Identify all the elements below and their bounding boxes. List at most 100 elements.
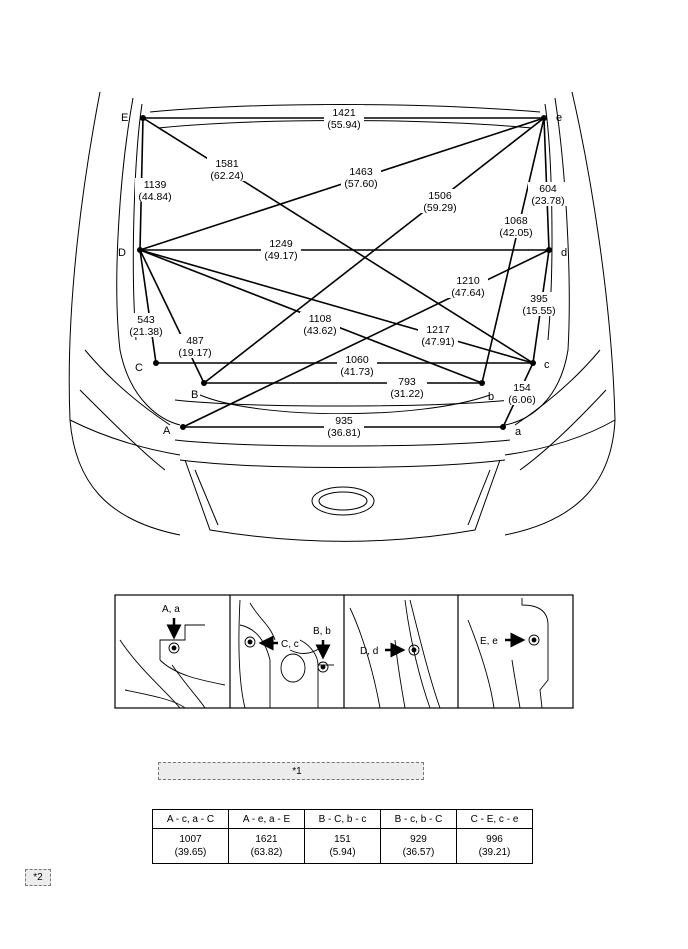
dimension-label-D-d: 1249 (49.17) bbox=[261, 237, 301, 262]
cell-inch: (39.65) bbox=[174, 847, 207, 858]
svg-text:(57.60): (57.60) bbox=[344, 178, 377, 190]
point-label-c: c bbox=[544, 359, 550, 371]
point-label-C: C bbox=[135, 362, 143, 374]
dimension-label-D-e: 1463 (57.60) bbox=[341, 165, 381, 190]
dimension-label-D-b: 1108 (43.62) bbox=[300, 312, 340, 337]
dimension-lines bbox=[139, 117, 550, 428]
svg-text:793: 793 bbox=[398, 376, 416, 388]
dimension-label-c-a: 154 (6.06) bbox=[504, 381, 540, 406]
table-header: A - e, a - E bbox=[228, 809, 305, 829]
dimension-label-C-c: 1060 (41.73) bbox=[337, 353, 377, 378]
dimension-label-D-C: 543 (21.38) bbox=[126, 313, 166, 338]
svg-text:395: 395 bbox=[530, 293, 548, 305]
svg-text:(6.06): (6.06) bbox=[508, 394, 535, 406]
table-cell: 996 (39.21) bbox=[456, 828, 533, 864]
point-dot-b bbox=[479, 380, 485, 386]
detail-label-e: E, e bbox=[480, 636, 498, 647]
svg-text:(41.73): (41.73) bbox=[340, 366, 373, 378]
detail-view-b-c bbox=[238, 599, 334, 709]
point-label-D: D bbox=[118, 247, 126, 259]
svg-text:1421: 1421 bbox=[332, 107, 356, 119]
point-dot-a bbox=[500, 424, 506, 430]
point-label-a: a bbox=[515, 426, 522, 438]
svg-text:604: 604 bbox=[539, 183, 557, 195]
bolt-icon bbox=[528, 634, 540, 646]
point-dot-A bbox=[180, 424, 186, 430]
detail-label-d: D, d bbox=[360, 646, 378, 657]
svg-text:(19.17): (19.17) bbox=[178, 347, 211, 359]
bolt-icon bbox=[317, 661, 329, 673]
reference-label: *1 bbox=[292, 765, 302, 777]
cell-inch: (5.94) bbox=[329, 847, 356, 858]
svg-text:1060: 1060 bbox=[345, 354, 369, 366]
svg-text:1068: 1068 bbox=[504, 215, 528, 227]
point-label-B: B bbox=[191, 389, 198, 401]
table-header: B - c, b - C bbox=[380, 809, 457, 829]
hood-dimension-diagram: E D C B A e d c b a 1421 (55.94) 1581 (6… bbox=[68, 91, 616, 709]
dimension-label-D-B: 487 (19.17) bbox=[175, 334, 215, 359]
cell-value: 151 bbox=[334, 834, 351, 845]
cell-inch: (63.82) bbox=[250, 847, 283, 858]
svg-text:1139: 1139 bbox=[144, 179, 167, 191]
svg-text:(59.29): (59.29) bbox=[423, 202, 456, 214]
cell-inch: (39.21) bbox=[478, 847, 511, 858]
note-label: *2 bbox=[33, 872, 43, 883]
point-dot-D bbox=[137, 247, 143, 253]
svg-text:1581: 1581 bbox=[215, 158, 239, 170]
dimension-label-E-c: 1581 (62.24) bbox=[207, 157, 247, 182]
dimension-labels: 1421 (55.94) 1581 (62.24) 1463 (57.60) 1… bbox=[126, 105, 568, 439]
dimension-label-E-e: 1421 (55.94) bbox=[324, 105, 364, 131]
dimension-label-A-a: 935 (36.81) bbox=[324, 414, 364, 439]
svg-text:(47.91): (47.91) bbox=[421, 336, 454, 348]
svg-text:(49.17): (49.17) bbox=[264, 250, 297, 262]
detail-view-e bbox=[467, 598, 549, 709]
table-header: C - E, c - e bbox=[456, 809, 533, 829]
dimension-label-d-c: 395 (15.55) bbox=[519, 292, 559, 317]
svg-text:(15.55): (15.55) bbox=[522, 305, 555, 317]
detail-label-a: A, a bbox=[162, 604, 180, 615]
detail-view-d bbox=[349, 599, 441, 709]
svg-text:487: 487 bbox=[186, 335, 204, 347]
dimension-label-E-D: 1139 (44.84) bbox=[135, 178, 175, 203]
bolt-icon bbox=[168, 642, 180, 654]
point-dot-C bbox=[153, 360, 159, 366]
dimension-label-e-d: 604 (23.78) bbox=[528, 182, 568, 207]
cell-value: 1621 bbox=[255, 834, 278, 845]
table-cell: 1621 (63.82) bbox=[228, 828, 305, 864]
measurement-points bbox=[137, 115, 552, 430]
table-cell: 1007 (39.65) bbox=[152, 828, 229, 864]
table-cell: 151 (5.94) bbox=[304, 828, 381, 864]
cell-value: 996 bbox=[486, 834, 503, 845]
svg-text:935: 935 bbox=[335, 415, 353, 427]
reference-callout: *1 bbox=[158, 762, 424, 780]
point-label-A: A bbox=[163, 425, 171, 437]
svg-text:(44.84): (44.84) bbox=[138, 191, 171, 203]
table-header: B - C, b - c bbox=[304, 809, 381, 829]
point-label-d: d bbox=[561, 247, 567, 259]
svg-text:154: 154 bbox=[513, 382, 531, 394]
detail-label-b: B, b bbox=[313, 626, 331, 637]
point-dot-e bbox=[541, 115, 547, 121]
svg-text:1249: 1249 bbox=[269, 238, 293, 250]
point-label-e: e bbox=[556, 112, 562, 124]
svg-text:1210: 1210 bbox=[456, 275, 480, 287]
dimension-label-D-c: 1217 (47.91) bbox=[418, 323, 458, 348]
cell-value: 929 bbox=[410, 834, 427, 845]
detail-label-c: C, c bbox=[281, 639, 299, 650]
svg-text:(23.78): (23.78) bbox=[531, 195, 564, 207]
table-header: A - c, a - C bbox=[152, 809, 229, 829]
svg-text:1217: 1217 bbox=[426, 324, 450, 336]
svg-text:543: 543 bbox=[137, 314, 155, 326]
table-cell: 929(36.57) bbox=[380, 828, 457, 864]
svg-text:(43.62): (43.62) bbox=[303, 325, 336, 337]
point-label-b: b bbox=[488, 391, 494, 403]
point-label-E: E bbox=[121, 112, 128, 124]
dimension-label-A-d: 1210 (47.64) bbox=[448, 274, 488, 299]
svg-text:1463: 1463 bbox=[349, 166, 373, 178]
cell-value: 1007 bbox=[179, 834, 202, 845]
svg-text:(62.24): (62.24) bbox=[210, 170, 243, 182]
svg-text:(42.05): (42.05) bbox=[499, 227, 532, 239]
point-dot-d bbox=[546, 247, 552, 253]
svg-text:1506: 1506 bbox=[428, 190, 452, 202]
point-dot-c bbox=[530, 360, 536, 366]
